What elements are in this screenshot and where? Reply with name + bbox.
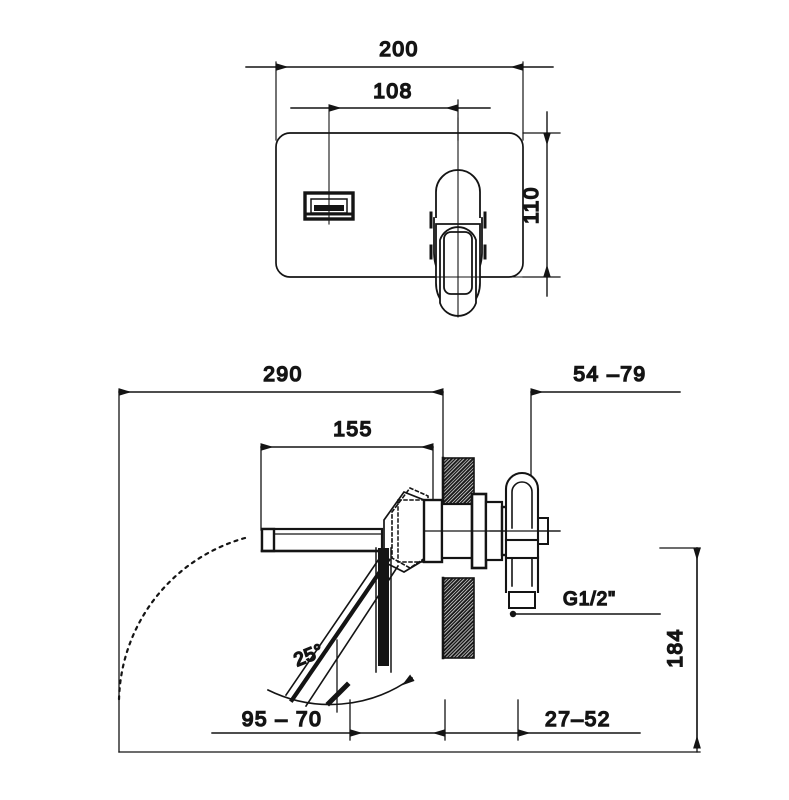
angle-label-25: 25°: [291, 641, 327, 672]
dimension-chain-bottom: 95 – 70 27–52: [211, 699, 641, 741]
front-elevation-view: 200 108 110: [245, 37, 561, 318]
dimension-label-200: 200: [379, 38, 419, 61]
dimension-184: 184: [659, 547, 701, 749]
inlet-connection-g12: [489, 471, 561, 609]
dimension-label-110: 110: [520, 186, 543, 224]
side-section-view: 290 54 –79 155: [117, 362, 701, 753]
dimension-label-108: 108: [373, 80, 413, 103]
spout-swivelled-position: [284, 547, 400, 708]
dimension-54-79: 54 –79: [530, 362, 681, 396]
lever-handle-plan: [429, 169, 487, 317]
swivel-range-arc: [117, 536, 247, 702]
dimension-label-54-79: 54 –79: [573, 363, 646, 386]
dimension-label-27-52: 27–52: [545, 708, 611, 731]
spout-tube-section: [260, 527, 397, 553]
dimension-label-184: 184: [664, 628, 687, 668]
thread-callout-g12: G1/2": [509, 588, 661, 618]
dimension-110: 110: [519, 111, 561, 297]
dimension-label-290: 290: [263, 363, 303, 386]
dimension-label-95-70: 95 – 70: [242, 708, 323, 731]
dimension-108: 108: [290, 79, 491, 112]
dimension-200: 200: [245, 37, 554, 71]
dimension-290: 290: [118, 362, 444, 396]
thread-label-g12: G1/2": [563, 589, 616, 610]
dimension-label-155: 155: [333, 418, 373, 441]
